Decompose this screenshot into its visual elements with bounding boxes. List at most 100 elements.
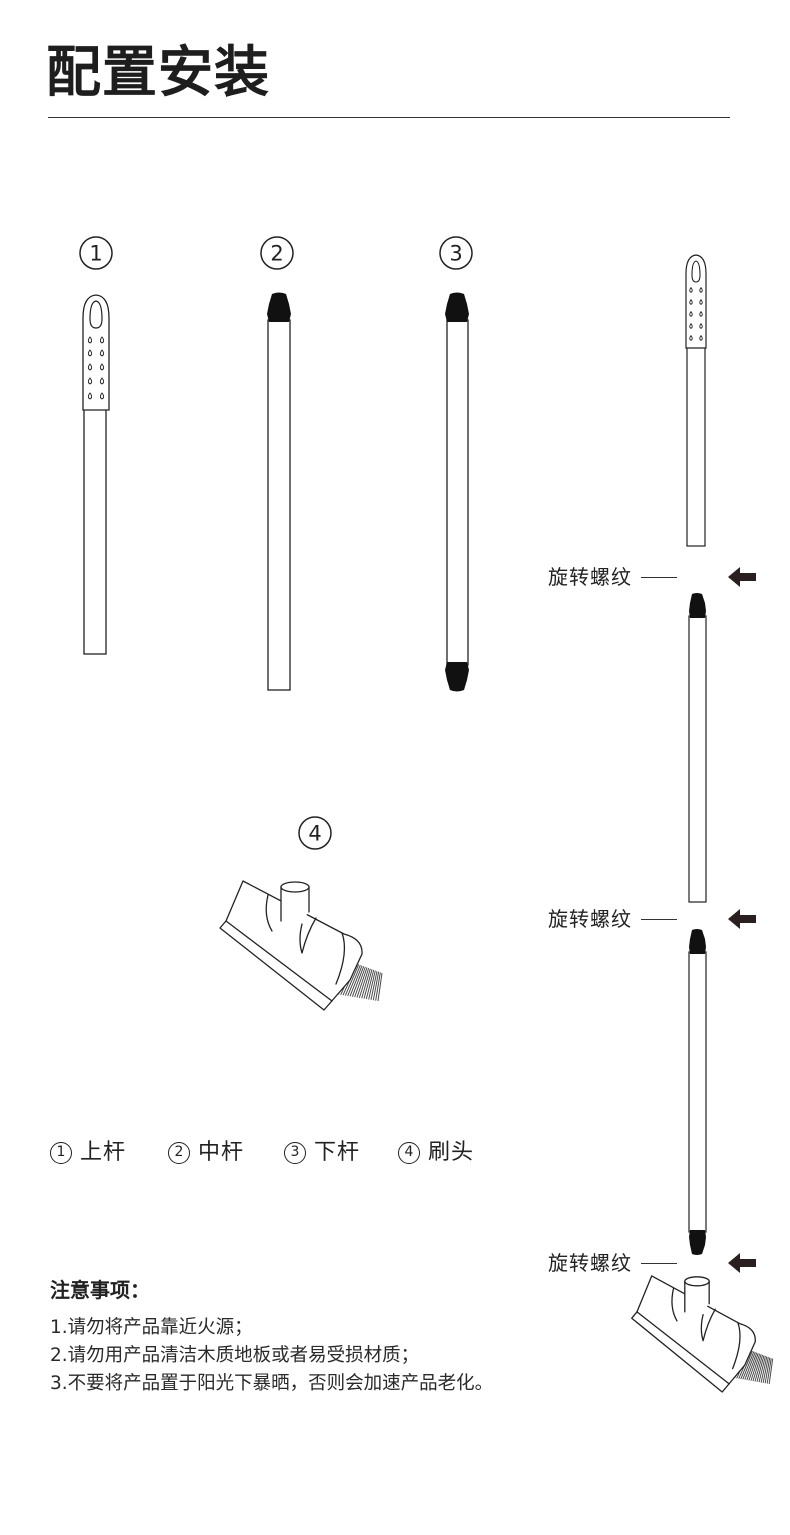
bristle <box>378 973 382 1001</box>
upper-pole-handle-grip <box>685 254 707 349</box>
middle-pole <box>267 292 291 691</box>
part-marker-3: 3 <box>439 236 473 270</box>
part-marker-2: 2 <box>260 236 294 270</box>
grip-dot <box>689 310 693 317</box>
brush-end-cap-edge <box>733 1323 740 1369</box>
left-arrow-icon <box>728 909 756 929</box>
left-arrow-icon <box>728 567 756 587</box>
bristle <box>371 971 377 1000</box>
part-marker-4: 4 <box>298 816 332 850</box>
bristle <box>745 1352 755 1380</box>
lower-pole-tube <box>688 951 707 1233</box>
part-number-circle <box>439 236 473 270</box>
part-number-circle <box>79 236 113 270</box>
grip-dot <box>99 363 105 371</box>
hang-hole <box>89 300 103 329</box>
bristle <box>345 964 358 995</box>
note-item: 3.不要将产品置于阳光下暴晒，否则会加速产品老化。 <box>50 1373 494 1394</box>
legend-label: 中杆 <box>198 1140 245 1165</box>
part-number: 2 <box>270 242 283 266</box>
joint-marker-3 <box>641 1253 756 1273</box>
assembled-brush-head-drawing <box>632 1276 773 1392</box>
bristle <box>362 969 371 999</box>
legend-number: 1 <box>50 1142 72 1164</box>
legend-number: 2 <box>168 1142 190 1164</box>
lower-pole-bottom-cap <box>689 1230 706 1255</box>
part-number: 1 <box>89 242 102 266</box>
brush-head-drawing <box>220 881 382 1010</box>
grip-dot <box>699 334 703 341</box>
note-item: 2.请勿用产品清洁木质地板或者易受损材质； <box>50 1345 420 1366</box>
bristle <box>757 1355 764 1381</box>
bristle <box>364 969 372 998</box>
socket-saddle-left <box>672 1289 677 1321</box>
bristle <box>373 972 378 1000</box>
joint-label: 旋转螺纹 <box>548 907 632 931</box>
bristle <box>743 1352 754 1380</box>
handle-socket-opening <box>685 1277 709 1286</box>
part-marker-1: 1 <box>79 236 113 270</box>
part-number-circle <box>260 236 294 270</box>
handle-socket-fill <box>281 887 309 924</box>
bristle <box>352 966 363 996</box>
grip-dot <box>87 377 93 385</box>
bristle <box>749 1353 758 1380</box>
bristle <box>761 1357 767 1383</box>
grip-dot <box>699 286 703 293</box>
joint-marker-2 <box>641 909 756 929</box>
legend-item-middle-pole: 2 中杆 <box>168 1139 244 1167</box>
grip-dot <box>87 363 93 371</box>
grip-dot <box>99 377 105 385</box>
bristle <box>741 1351 753 1379</box>
middle-pole-tube <box>267 319 291 691</box>
bristle <box>350 966 362 997</box>
grip-dots <box>689 286 703 341</box>
part-number: 3 <box>449 242 462 266</box>
middle-pole-top-cap <box>267 292 291 322</box>
legend-item-lower-pole: 3 下杆 <box>284 1139 360 1167</box>
grip-dot <box>87 336 93 344</box>
joint-label: 旋转螺纹 <box>548 1251 632 1275</box>
grip-dot <box>689 298 693 305</box>
lower-pole-top-cap <box>689 929 706 954</box>
brush-body <box>632 1276 756 1392</box>
bristle <box>765 1358 770 1384</box>
handle-socket-side <box>685 1281 709 1312</box>
bristle <box>366 970 373 999</box>
hang-hole <box>691 260 701 283</box>
upper-pole-tube <box>83 408 107 655</box>
upper-pole-tube <box>686 345 706 547</box>
legend-number: 4 <box>398 1142 420 1164</box>
bristle <box>357 968 367 998</box>
bristle <box>759 1356 765 1382</box>
socket-saddle-right <box>701 1309 715 1341</box>
bristle <box>751 1354 760 1381</box>
assembled-upper-pole <box>685 254 707 547</box>
handle-socket-fill <box>684 1281 710 1315</box>
squeegee-blade-edge <box>637 1312 729 1384</box>
part-number: 4 <box>308 822 321 846</box>
joint-label: 旋转螺纹 <box>548 565 632 589</box>
grip-dot <box>699 322 703 329</box>
grip-dot <box>99 336 105 344</box>
grip-dot <box>699 310 703 317</box>
lower-pole-bottom-cap <box>445 662 469 692</box>
legend-label: 下杆 <box>314 1140 361 1165</box>
note-item: 1.请勿将产品靠近火源； <box>50 1317 253 1338</box>
bristle <box>769 1359 772 1384</box>
bristle <box>355 967 366 997</box>
joint-marker-1 <box>641 567 756 587</box>
grip-dot <box>99 349 105 357</box>
lower-pole-tube <box>446 319 469 666</box>
grip-dot <box>87 349 93 357</box>
socket-saddle-right <box>300 918 316 953</box>
assembled-middle-pole <box>688 593 707 903</box>
lower-pole <box>445 292 469 692</box>
socket-saddle-left <box>266 895 272 931</box>
upper-pole <box>82 294 110 655</box>
grip-dots <box>87 336 105 400</box>
grip-dot <box>689 286 693 293</box>
grip-dot <box>87 392 93 400</box>
left-arrow-icon <box>728 1253 756 1273</box>
